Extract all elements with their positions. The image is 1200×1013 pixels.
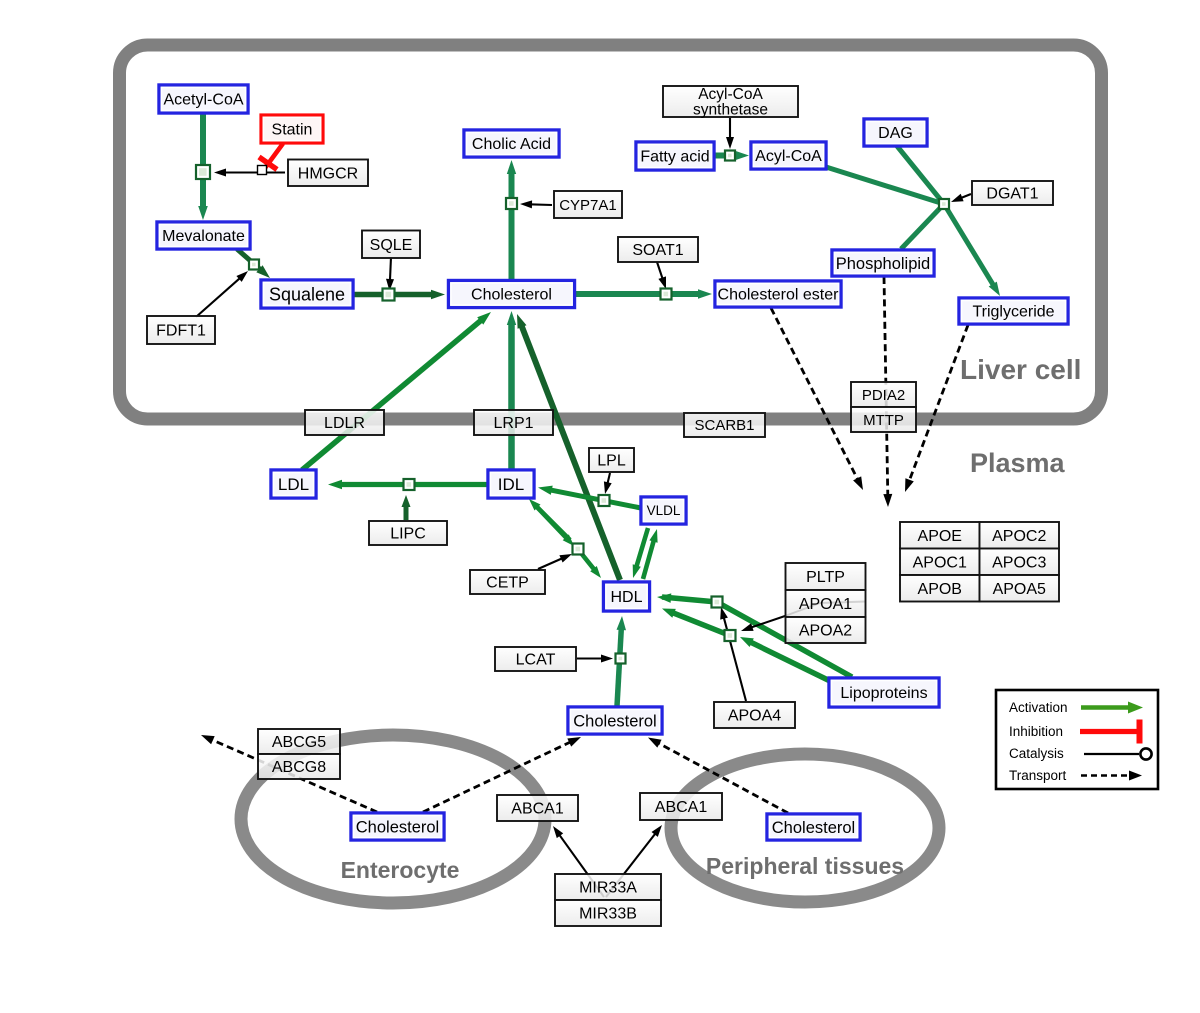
svg-text:SOAT1: SOAT1 — [632, 242, 683, 259]
svg-text:APOA1: APOA1 — [799, 596, 852, 613]
svg-text:SCARB1: SCARB1 — [694, 417, 754, 434]
svg-text:ABCA1: ABCA1 — [655, 799, 708, 816]
svg-text:MTTP: MTTP — [863, 412, 904, 429]
svg-text:LIPC: LIPC — [390, 526, 426, 543]
svg-text:DGAT1: DGAT1 — [986, 186, 1038, 203]
svg-text:Acyl-CoA: Acyl-CoA — [698, 86, 763, 103]
svg-text:HDL: HDL — [610, 589, 642, 606]
svg-text:Cholic Acid: Cholic Acid — [472, 136, 551, 153]
svg-text:Triglyceride: Triglyceride — [972, 304, 1054, 321]
svg-text:Activation: Activation — [1009, 700, 1068, 715]
svg-text:APOB: APOB — [918, 581, 962, 598]
svg-text:Mevalonate: Mevalonate — [162, 228, 245, 245]
svg-text:Liver cell: Liver cell — [960, 354, 1081, 385]
svg-text:CYP7A1: CYP7A1 — [559, 197, 617, 214]
svg-text:Acetyl-CoA: Acetyl-CoA — [163, 92, 243, 109]
svg-text:Lipoproteins: Lipoproteins — [840, 685, 927, 702]
svg-text:Plasma: Plasma — [970, 448, 1066, 478]
svg-text:VLDL: VLDL — [647, 503, 681, 518]
svg-text:Peripheral tissues: Peripheral tissues — [706, 853, 904, 879]
svg-text:PDIA2: PDIA2 — [862, 387, 905, 404]
svg-text:Enterocyte: Enterocyte — [341, 857, 460, 883]
svg-text:LPL: LPL — [597, 453, 626, 470]
svg-text:Cholesterol: Cholesterol — [573, 712, 656, 730]
svg-text:PLTP: PLTP — [806, 569, 845, 586]
svg-text:Fatty acid: Fatty acid — [640, 149, 709, 166]
svg-text:ABCG5: ABCG5 — [272, 734, 326, 751]
svg-text:LRP1: LRP1 — [493, 415, 533, 432]
svg-text:synthetase: synthetase — [693, 102, 768, 119]
svg-text:IDL: IDL — [498, 475, 524, 494]
svg-text:Transport: Transport — [1009, 768, 1067, 783]
svg-text:MIR33B: MIR33B — [579, 906, 637, 923]
svg-text:SQLE: SQLE — [370, 237, 413, 254]
svg-text:Cholesterol: Cholesterol — [772, 819, 855, 837]
svg-text:APOA4: APOA4 — [728, 708, 781, 725]
svg-text:MIR33A: MIR33A — [579, 880, 637, 897]
svg-text:CETP: CETP — [486, 575, 529, 592]
svg-text:DAG: DAG — [878, 125, 913, 142]
svg-text:APOA5: APOA5 — [993, 581, 1046, 598]
svg-text:FDFT1: FDFT1 — [156, 323, 206, 340]
svg-text:APOA2: APOA2 — [799, 623, 852, 640]
svg-text:Cholesterol: Cholesterol — [356, 818, 439, 836]
svg-text:APOC3: APOC3 — [992, 554, 1046, 571]
svg-text:Statin: Statin — [272, 122, 313, 139]
svg-text:Squalene: Squalene — [269, 284, 345, 304]
svg-text:Catalysis: Catalysis — [1009, 746, 1064, 761]
svg-text:APOE: APOE — [918, 528, 962, 545]
svg-text:APOC1: APOC1 — [913, 554, 967, 571]
svg-text:LDLR: LDLR — [324, 415, 365, 432]
svg-text:ABCA1: ABCA1 — [511, 801, 564, 818]
svg-text:LDL: LDL — [278, 475, 309, 494]
svg-text:Cholesterol ester: Cholesterol ester — [718, 287, 840, 304]
svg-text:Inhibition: Inhibition — [1009, 724, 1063, 739]
svg-text:Cholesterol: Cholesterol — [471, 287, 552, 304]
svg-text:HMGCR: HMGCR — [298, 165, 358, 182]
svg-text:Acyl-CoA: Acyl-CoA — [755, 148, 822, 165]
svg-text:Phospholipid: Phospholipid — [836, 255, 931, 273]
svg-text:ABCG8: ABCG8 — [272, 759, 326, 776]
svg-text:LCAT: LCAT — [516, 652, 556, 669]
svg-text:APOC2: APOC2 — [992, 528, 1046, 545]
